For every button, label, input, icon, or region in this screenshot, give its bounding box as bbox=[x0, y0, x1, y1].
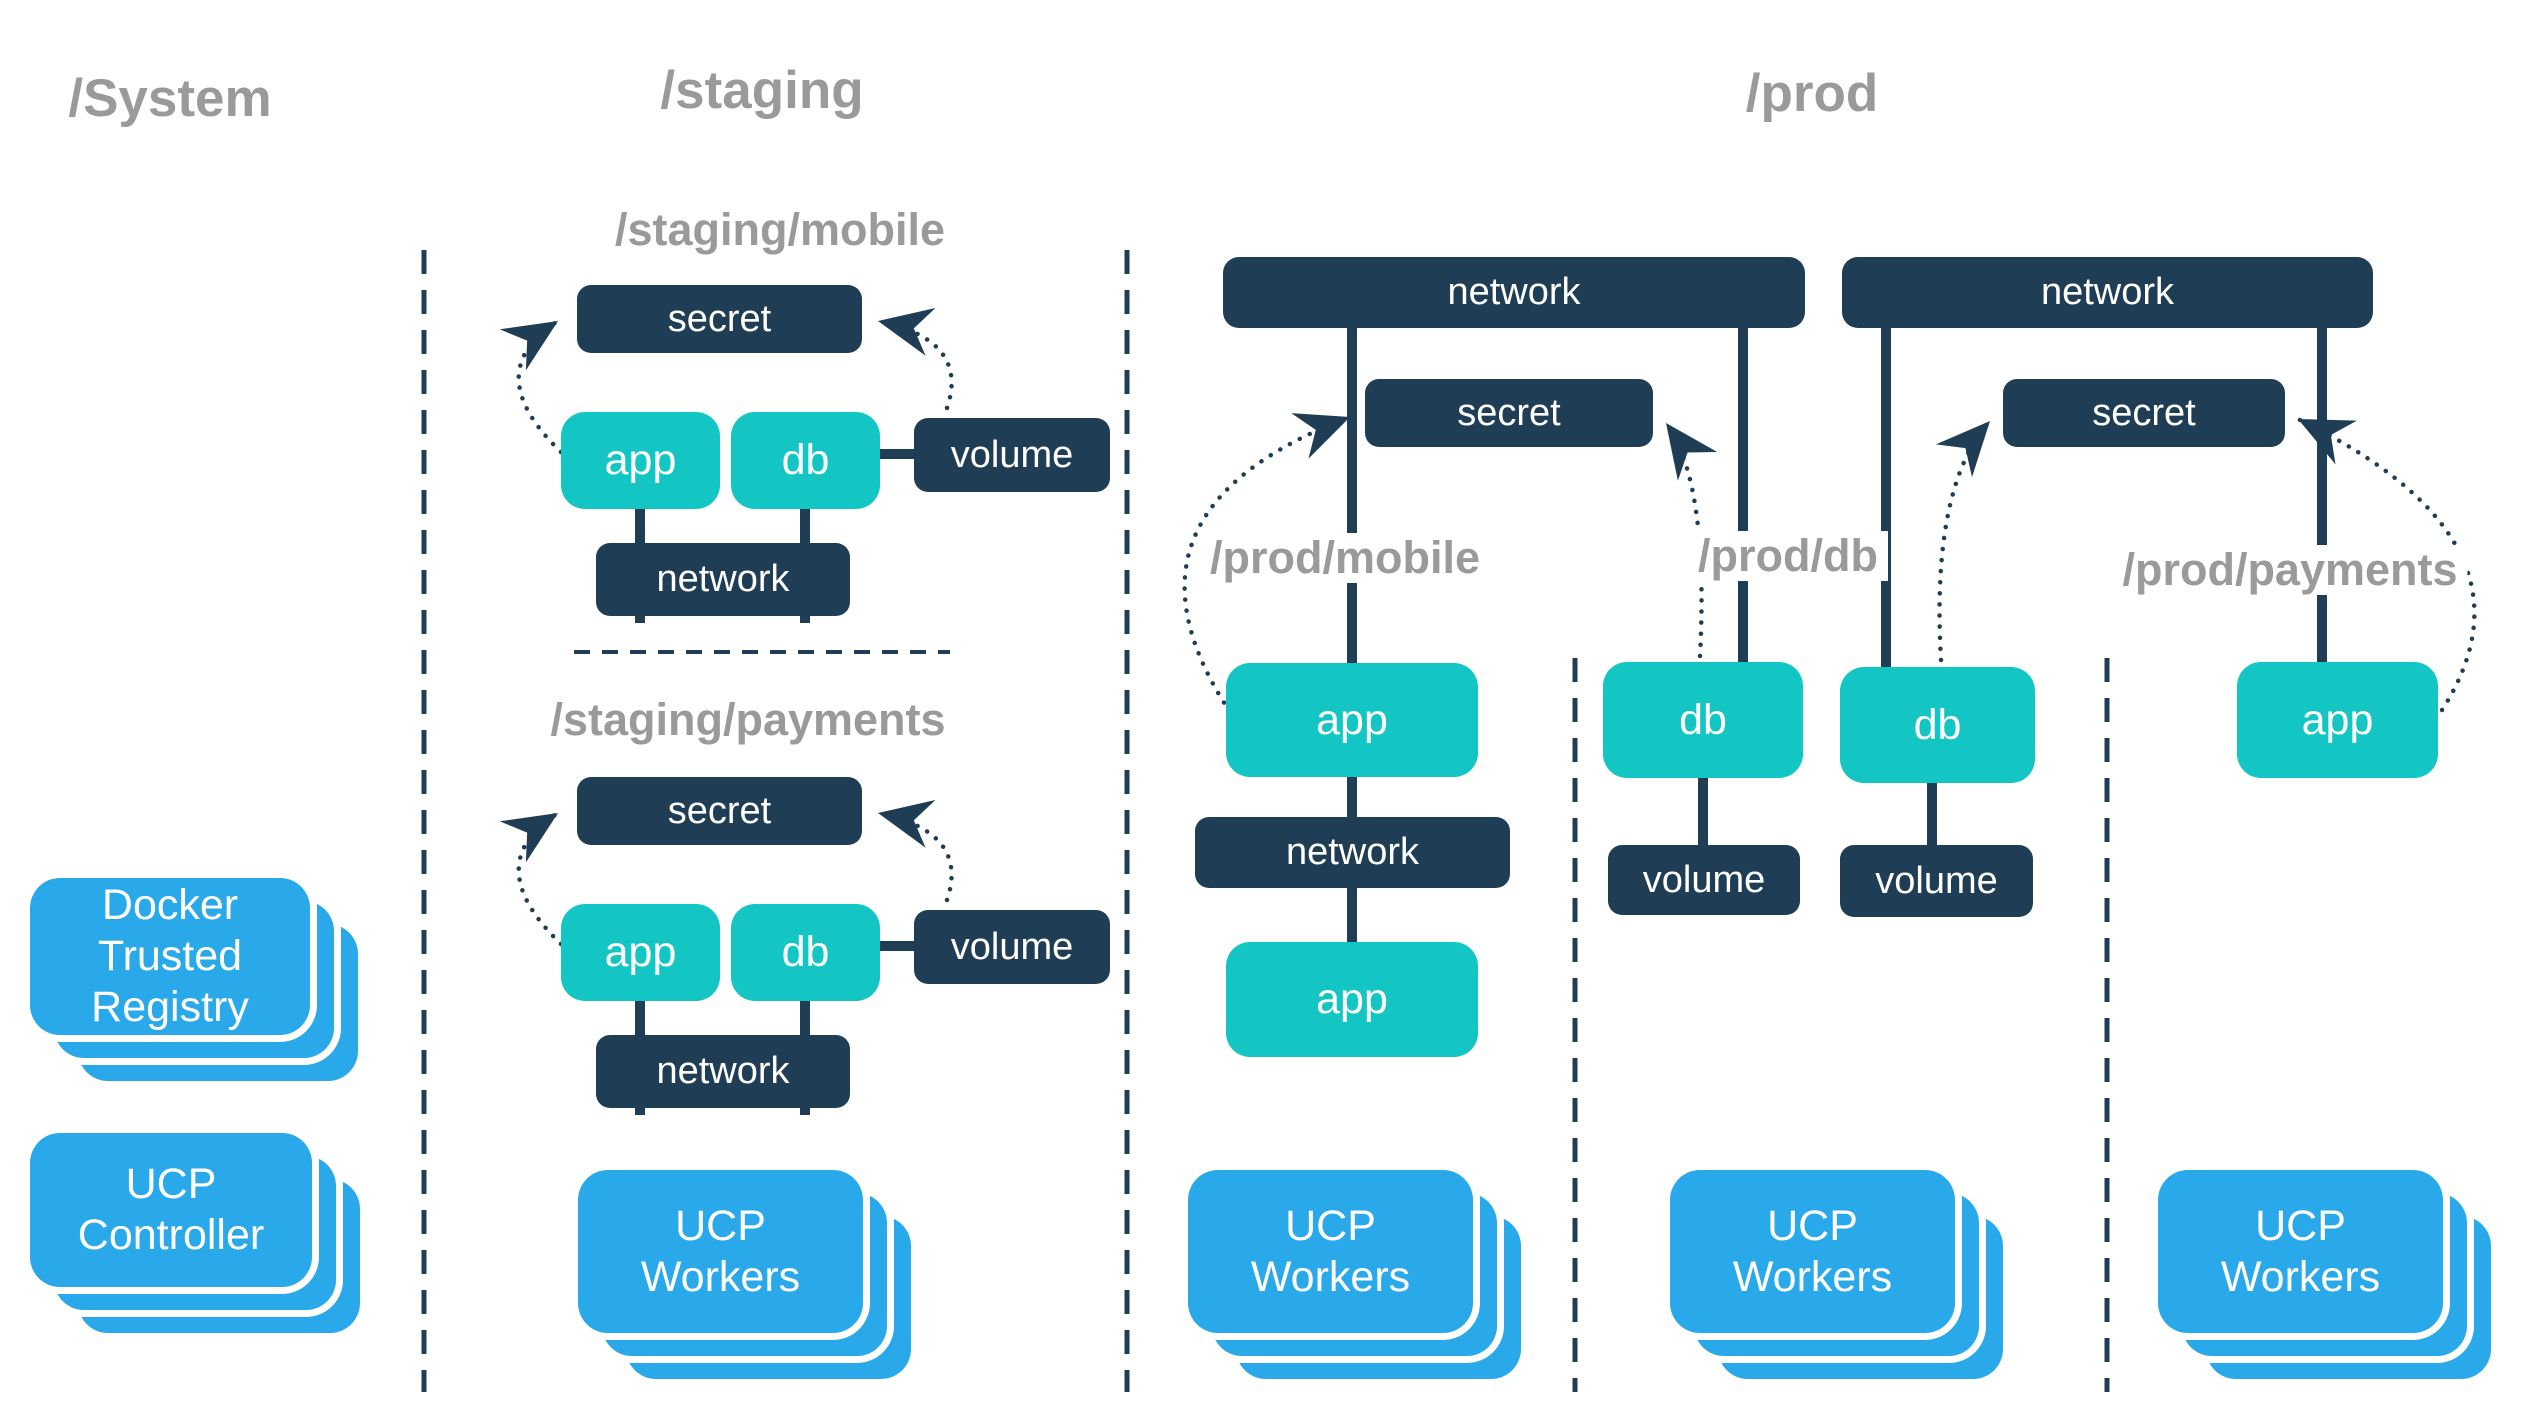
workers-label-line2: Workers bbox=[2220, 1252, 2381, 1301]
workers-label-line1: UCP bbox=[1285, 1201, 1376, 1250]
network-bar-prod-2: network bbox=[1842, 257, 2373, 328]
stack-card-front: UCP Controller bbox=[30, 1133, 312, 1287]
stack-card-front: UCP Workers bbox=[1188, 1170, 1473, 1333]
arc-stagingpayments-app-secret bbox=[499, 810, 564, 947]
app-box-staging-payments: app bbox=[561, 904, 720, 1001]
dtr-label-line1: Docker bbox=[101, 881, 239, 930]
secret-box-staging-mobile: secret bbox=[577, 285, 862, 353]
app-box-prod-mobile-1: app bbox=[1226, 663, 1478, 777]
dtr-label-line2: Trusted bbox=[97, 932, 243, 981]
arc-proddb-db1-secret bbox=[1663, 420, 1718, 659]
volume-box-prod-1: volume bbox=[1608, 845, 1800, 915]
controller-label-line2: Controller bbox=[77, 1211, 265, 1259]
label-staging-payments: /staging/payments bbox=[540, 695, 956, 745]
arc-prodmobile-app-secret bbox=[1182, 413, 1353, 715]
label-prod-db: /prod/db bbox=[1688, 531, 1888, 581]
db-box-staging-mobile: db bbox=[731, 412, 880, 509]
ucp-workers-stack-staging: UCP Workers bbox=[578, 1170, 911, 1379]
db-box-staging-payments: db bbox=[731, 904, 880, 1001]
label-staging-mobile: /staging/mobile bbox=[604, 205, 956, 255]
secret-box-prod-2: secret bbox=[2003, 379, 2285, 447]
ucp-workers-stack-prod-payments: UCP Workers bbox=[2158, 1170, 2491, 1379]
app-box-prod-payments: app bbox=[2237, 662, 2438, 778]
stack-card-front: UCP Workers bbox=[2158, 1170, 2443, 1333]
volume-box-prod-2: volume bbox=[1840, 845, 2033, 917]
dtr-label-line3: Registry bbox=[91, 982, 249, 1031]
network-bar-prod-1: network bbox=[1223, 257, 1805, 328]
secret-box-prod-1: secret bbox=[1365, 379, 1653, 447]
arc-stagingmobile-app-secret bbox=[499, 318, 564, 455]
title-staging: /staging bbox=[650, 61, 874, 121]
db-box-prod-2: db bbox=[1840, 667, 2035, 783]
ucp-workers-stack-prod-db: UCP Workers bbox=[1670, 1170, 2003, 1379]
volume-box-staging-payments: volume bbox=[914, 910, 1110, 984]
workers-label-line1: UCP bbox=[2255, 1201, 2346, 1250]
arc-stagingpayments-volume-secret bbox=[875, 799, 954, 903]
workers-label-line2: Workers bbox=[1250, 1252, 1411, 1301]
workers-label-line2: Workers bbox=[640, 1252, 801, 1301]
app-box-staging-mobile: app bbox=[561, 412, 720, 509]
controller-label-line1: UCP bbox=[125, 1160, 217, 1209]
network-box-staging-mobile: network bbox=[596, 543, 850, 616]
title-system: /System bbox=[58, 69, 282, 129]
arc-proddb-db2-secret bbox=[1935, 418, 1993, 663]
workers-label-line1: UCP bbox=[1767, 1201, 1858, 1250]
volume-box-staging-mobile: volume bbox=[914, 418, 1110, 492]
stack-card-front: UCP Workers bbox=[1670, 1170, 1955, 1333]
ucp-controller-stack: UCP Controller bbox=[30, 1133, 360, 1333]
network-box-staging-payments: network bbox=[596, 1035, 850, 1108]
db-box-prod-1: db bbox=[1603, 662, 1803, 778]
arc-stagingmobile-volume-secret bbox=[875, 307, 954, 411]
app-box-prod-mobile-2: app bbox=[1226, 942, 1478, 1057]
stack-card-front: Docker Trusted Registry bbox=[30, 878, 310, 1035]
workers-label-line1: UCP bbox=[675, 1201, 766, 1250]
label-prod-mobile: /prod/mobile bbox=[1200, 533, 1490, 583]
docker-trusted-registry-stack: Docker Trusted Registry bbox=[30, 878, 358, 1081]
stack-card-front: UCP Workers bbox=[578, 1170, 863, 1333]
network-box-prod-mobile: network bbox=[1195, 817, 1510, 888]
ucp-workers-stack-prod-mobile: UCP Workers bbox=[1188, 1170, 1521, 1379]
label-prod-payments: /prod/payments bbox=[2112, 545, 2468, 595]
workers-label-line2: Workers bbox=[1732, 1252, 1893, 1301]
title-prod: /prod bbox=[1735, 64, 1889, 124]
secret-box-staging-payments: secret bbox=[577, 777, 862, 845]
